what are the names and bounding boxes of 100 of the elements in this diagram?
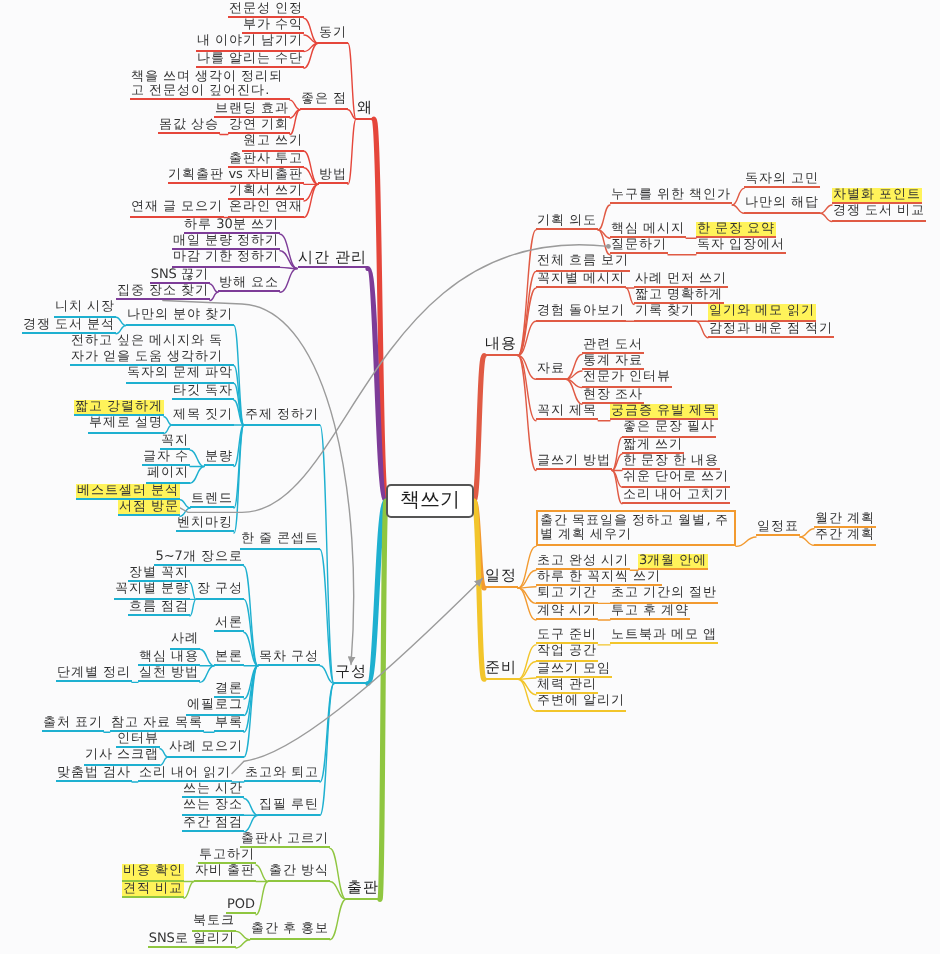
branch-line	[597, 229, 611, 239]
branch-line	[231, 781, 245, 783]
branch-line	[243, 665, 259, 667]
branch-line	[303, 17, 319, 44]
branch-line	[517, 644, 537, 680]
branch-line	[303, 150, 319, 186]
branch-line	[611, 453, 623, 472]
branch-line	[625, 287, 635, 306]
branch-line	[243, 665, 259, 733]
branch-line	[799, 527, 815, 538]
branch-line	[243, 814, 259, 833]
branch-line	[289, 109, 301, 136]
branch-line	[685, 237, 697, 239]
branch-line	[103, 731, 111, 733]
branch-line	[189, 598, 197, 601]
branch-line	[735, 536, 757, 548]
branch-line	[329, 847, 347, 900]
branch-line	[565, 378, 583, 405]
branch-line	[611, 469, 623, 488]
branch-line	[629, 569, 639, 571]
branch-line	[189, 465, 205, 468]
branch-line	[131, 781, 139, 783]
branch-line	[517, 354, 537, 472]
branch-line	[565, 353, 583, 380]
branch-line	[597, 229, 611, 256]
branch-line	[303, 167, 319, 186]
branch-line	[365, 498, 389, 687]
branch-line	[233, 424, 245, 468]
branch-line	[517, 545, 537, 589]
branch-line	[303, 42, 319, 53]
branch-line	[233, 324, 245, 426]
branch-line	[243, 631, 259, 667]
branch-line	[159, 756, 169, 767]
branch-line	[203, 731, 215, 733]
branch-line	[347, 118, 357, 186]
branch-line	[731, 204, 745, 214]
branch-line	[319, 548, 335, 685]
branch-line	[597, 204, 611, 231]
branch-line	[243, 814, 259, 816]
branch-line	[243, 797, 259, 816]
branch-line	[329, 898, 347, 941]
branch-line	[611, 436, 623, 472]
branch-line	[279, 250, 298, 270]
branch-line	[517, 586, 537, 589]
branch-line	[159, 748, 169, 758]
branch-line	[517, 587, 537, 621]
branch-line	[695, 320, 709, 339]
branch-line	[517, 354, 537, 422]
branch-line	[233, 424, 245, 534]
branch-line	[179, 507, 191, 518]
branch-line	[597, 644, 611, 646]
branch-line	[611, 469, 623, 472]
branch-line	[233, 399, 245, 426]
branch-line	[199, 648, 215, 667]
branch-line	[243, 565, 259, 667]
branch-line	[347, 109, 357, 120]
branch-line	[183, 880, 195, 899]
branch-line	[243, 665, 259, 700]
branch-line	[189, 465, 205, 484]
branch-line	[115, 324, 127, 335]
branch-line	[235, 930, 251, 941]
branch-line	[289, 99, 301, 111]
central-topic-box: 책쓰기	[386, 484, 474, 518]
branch-line	[209, 291, 219, 302]
branch-line	[667, 254, 697, 256]
branch-line	[365, 265, 389, 504]
branch-line	[233, 382, 245, 426]
branch-line	[279, 233, 298, 270]
branch-line	[303, 183, 319, 186]
branch-line	[303, 183, 319, 202]
branch-line	[233, 365, 245, 426]
branch-line	[611, 469, 623, 505]
branch-line	[303, 183, 319, 219]
branch-line	[163, 416, 173, 426]
branch-line	[279, 266, 298, 270]
branch-line	[517, 660, 537, 680]
branch-line	[115, 316, 127, 327]
branch-line	[471, 498, 487, 682]
branch-line	[243, 665, 259, 717]
branch-line	[471, 352, 487, 504]
branch-line	[223, 216, 229, 219]
branch-line	[131, 681, 139, 684]
branch-line	[235, 938, 251, 949]
branch-line	[319, 424, 335, 685]
branch-line	[347, 42, 357, 120]
branch-line	[289, 109, 301, 119]
branch-line	[303, 42, 319, 69]
branch-line	[163, 424, 173, 435]
branch-line	[179, 499, 191, 509]
branch-line	[471, 498, 487, 591]
branch-line	[209, 283, 219, 293]
branch-line	[233, 424, 245, 509]
branch-line	[219, 133, 229, 136]
branch-line	[517, 678, 537, 712]
branch-line	[319, 665, 335, 685]
branch-line	[199, 665, 215, 667]
branch-line	[329, 880, 347, 900]
branch-line	[319, 682, 335, 816]
branch-line	[819, 212, 833, 223]
branch-line	[625, 320, 635, 322]
